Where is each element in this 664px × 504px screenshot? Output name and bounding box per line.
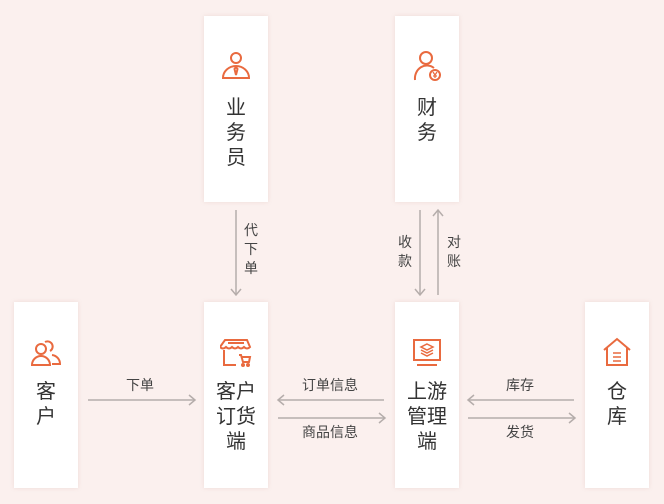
node-upstream-management[interactable]: 上游 管理 端 bbox=[395, 302, 459, 488]
node-label: 客户 订货 端 bbox=[216, 379, 256, 453]
arrow-inventory bbox=[466, 394, 574, 406]
label-proxy-order: 代 下 单 bbox=[244, 223, 258, 277]
arrow-ship bbox=[468, 412, 577, 424]
label-reconcile: 对 账 bbox=[447, 235, 461, 270]
salesman-icon bbox=[221, 52, 251, 79]
finance-user-icon bbox=[413, 51, 441, 81]
label-ship: 发货 bbox=[506, 425, 534, 441]
node-salesman[interactable]: 业 务 员 bbox=[204, 16, 268, 202]
node-label: 仓 库 bbox=[607, 379, 627, 428]
node-label: 业 务 员 bbox=[226, 95, 246, 169]
node-finance[interactable]: 财 务 bbox=[395, 16, 459, 202]
arrow-proxy-order bbox=[230, 210, 242, 297]
label-inventory: 库存 bbox=[506, 378, 534, 394]
store-cart-icon bbox=[220, 339, 252, 367]
label-product-info: 商品信息 bbox=[302, 425, 358, 441]
node-warehouse[interactable]: 仓 库 bbox=[585, 302, 649, 488]
label-place-order: 下单 bbox=[126, 378, 154, 394]
node-label: 上游 管理 端 bbox=[407, 379, 447, 453]
monitor-layers-icon bbox=[413, 339, 441, 366]
node-customer[interactable]: 客 户 bbox=[14, 302, 78, 488]
node-label: 客 户 bbox=[36, 379, 56, 428]
arrow-reconcile bbox=[432, 208, 444, 295]
arrow-product-info bbox=[278, 412, 387, 424]
node-label: 财 务 bbox=[417, 95, 437, 144]
arrow-order-info bbox=[276, 394, 384, 406]
label-order-info: 订单信息 bbox=[302, 378, 358, 394]
node-customer-ordering[interactable]: 客户 订货 端 bbox=[204, 302, 268, 488]
arrow-collect bbox=[414, 210, 426, 297]
customers-icon bbox=[30, 340, 62, 366]
arrow-place-order bbox=[88, 394, 197, 406]
label-collect: 收 款 bbox=[398, 235, 412, 270]
warehouse-icon bbox=[603, 337, 631, 366]
